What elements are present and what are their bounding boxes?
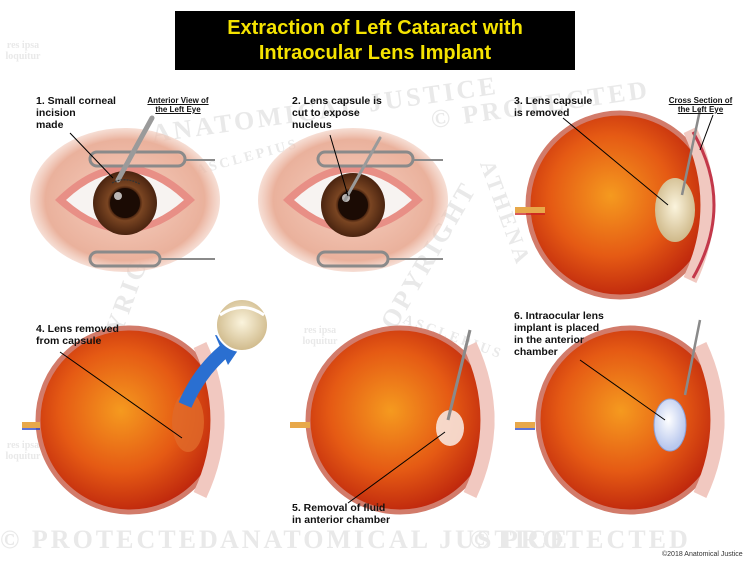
copyright-notice: ©2018 Anatomical Justice [662, 551, 743, 558]
watermark: res ipsa loquitur [302, 325, 338, 347]
title-line-1: Extraction of Left Cataract with [227, 17, 523, 39]
eye-front-view-1 [30, 115, 220, 272]
title-banner: Extraction of Left Cataract with Intraoc… [175, 11, 575, 70]
step-1-label: 1. Small corneal incision made [36, 95, 116, 131]
eye-cross-section-6 [515, 319, 725, 515]
eye-front-view-2 [258, 128, 448, 272]
eye-cross-section-3 [515, 109, 716, 300]
step-3-label: 3. Lens capsule is removed [514, 95, 593, 119]
watermark: © PROTECTED [470, 525, 691, 554]
step-4-label: 4. Lens removed from capsule [36, 323, 119, 347]
step-5-label: 5. Removal of fluid in anterior chamber [292, 502, 391, 526]
eye-cross-section-5 [290, 325, 495, 515]
view-label-cross-section: Cross Section of the Left Eye [668, 96, 733, 114]
step-2-label: 2. Lens capsule is cut to expose nucleus [292, 95, 382, 131]
watermark: res ipsa loquitur [5, 40, 41, 62]
watermark: ANATOMICAL JUSTICE [220, 525, 570, 554]
step-6-label: 6. Intraocular lens implant is placed in… [514, 310, 604, 358]
view-label-anterior: Anterior View of the Left Eye [147, 96, 209, 114]
title-line-2: Intraocular Lens Implant [258, 42, 492, 64]
watermark: © PROTECTED [0, 525, 221, 554]
watermark: res ipsa loquitur [5, 440, 41, 462]
eye-cross-section-4 [22, 298, 269, 515]
